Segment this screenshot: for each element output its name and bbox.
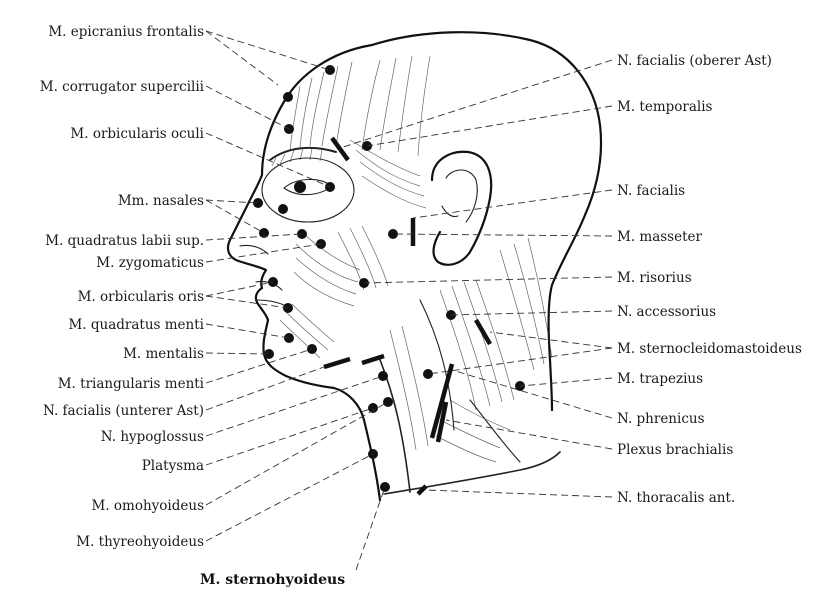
eye-outline bbox=[284, 179, 332, 194]
label-sternohyoideus: M. sternohyoideus bbox=[200, 572, 345, 588]
label-sternocleidomastoideus: M. sternocleidomastoideus bbox=[617, 341, 802, 357]
bar-accessorius bbox=[476, 320, 490, 344]
label-trapezius: M. trapezius bbox=[617, 371, 703, 387]
label-risorius: M. risorius bbox=[617, 270, 692, 286]
labels-left: M. epicranius frontalis M. corrugator su… bbox=[40, 24, 205, 550]
ear-outline bbox=[432, 152, 491, 265]
label-epicranius-frontalis: M. epicranius frontalis bbox=[48, 24, 204, 40]
point-scm bbox=[423, 369, 433, 379]
label-hypoglossus: N. hypoglossus bbox=[101, 429, 204, 445]
label-mentalis: M. mentalis bbox=[123, 346, 204, 362]
bar-facialis-upper bbox=[332, 138, 348, 160]
point-hypoglossus bbox=[378, 371, 388, 381]
label-omohyoideus: M. omohyoideus bbox=[92, 498, 205, 514]
label-facialis: N. facialis bbox=[617, 183, 685, 199]
label-phrenicus: N. phrenicus bbox=[617, 411, 705, 427]
label-thyreohyoideus: M. thyreohyoideus bbox=[76, 534, 204, 550]
point-sternohyoideus bbox=[380, 482, 390, 492]
label-plexus-brachialis: Plexus brachialis bbox=[617, 442, 733, 458]
label-corrugator-supercilii: M. corrugator supercilii bbox=[40, 79, 205, 95]
label-quadratus-menti: M. quadratus menti bbox=[68, 317, 204, 333]
label-temporalis: M. temporalis bbox=[617, 99, 713, 115]
label-facialis-unterer-ast: N. facialis (unterer Ast) bbox=[43, 403, 204, 419]
head-illustration bbox=[228, 32, 601, 500]
label-platysma: Platysma bbox=[142, 458, 204, 474]
labels-right: N. facialis (oberer Ast) M. temporalis N… bbox=[617, 53, 802, 506]
label-quadratus-labii-sup: M. quadratus labii sup. bbox=[45, 233, 204, 249]
point-quadratus-menti-2 bbox=[284, 333, 294, 343]
stimulation-bars bbox=[324, 138, 490, 494]
label-nasales: Mm. nasales bbox=[118, 193, 204, 209]
label-accessorius: N. accessorius bbox=[617, 304, 716, 320]
label-zygomaticus: M. zygomaticus bbox=[96, 255, 204, 271]
label-orbicularis-oris: M. orbicularis oris bbox=[78, 289, 204, 305]
label-thoracalis-ant: N. thoracalis ant. bbox=[617, 490, 735, 506]
point-epicranius bbox=[325, 65, 335, 75]
point-nasales-2 bbox=[278, 204, 288, 214]
label-masseter: M. masseter bbox=[617, 229, 703, 245]
motor-points bbox=[253, 65, 525, 492]
label-facialis-oberer-ast: N. facialis (oberer Ast) bbox=[617, 53, 772, 69]
bar-facialis-lower-1 bbox=[324, 359, 350, 367]
label-triangularis-menti: M. triangularis menti bbox=[58, 376, 205, 392]
label-orbicularis-oculi: M. orbicularis oculi bbox=[70, 126, 204, 142]
clavicle-line bbox=[384, 452, 560, 494]
point-epicranius-2 bbox=[283, 92, 293, 102]
bar-thoracalis bbox=[418, 486, 426, 494]
